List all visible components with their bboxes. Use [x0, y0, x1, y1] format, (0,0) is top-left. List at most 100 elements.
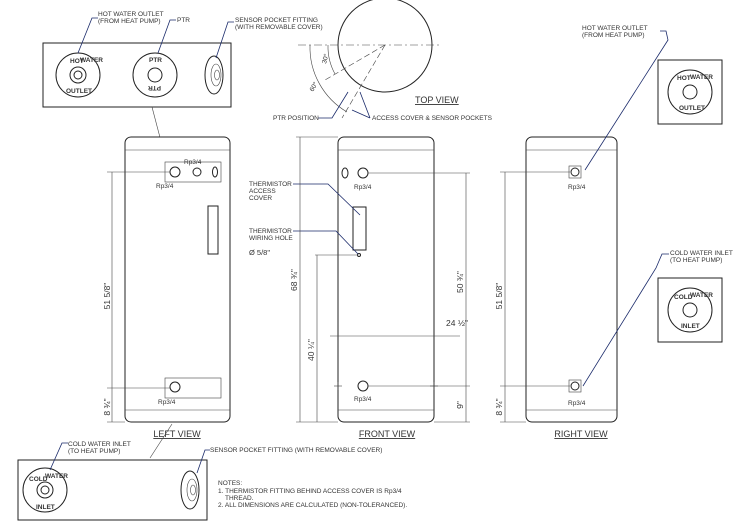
fitting-labels-cold-top-label: COLD — [674, 294, 693, 301]
callouts-thermistor-access-1-label: THERMISTOR — [249, 181, 292, 188]
sensor-pocket-fitting — [204, 55, 224, 95]
hot-water-outlet-fitting: HOT WATER OUTLET — [55, 52, 103, 98]
fitting-labels-hot-bottom-label: OUTLET — [679, 105, 705, 112]
drawing-circle — [36, 481, 54, 499]
right-view: Rp3/4 Rp3/4 51 5/8" 8 ¾" RIGHT VIEW HOT … — [494, 25, 733, 439]
notes: NOTES: 1. THERMISTOR FITTING BEHIND ACCE… — [218, 480, 407, 509]
drawing-circle — [682, 84, 698, 100]
drawing-circle — [570, 167, 580, 177]
drawing-circle — [147, 67, 163, 83]
callouts-sensor-2-label: (WITH REMOVABLE COVER) — [235, 24, 323, 31]
thread-label: Rp3/4 — [354, 396, 372, 403]
dimensions-front-overall-label: 68 ¾" — [289, 269, 299, 291]
drawing-circle — [667, 287, 713, 333]
thread-label: Rp3/4 — [568, 184, 586, 191]
drawing-path — [351, 91, 371, 119]
drawing-ellipse — [180, 470, 200, 510]
fitting-labels-hot-top-label: HOT — [677, 75, 691, 82]
drawing-ellipse — [212, 166, 218, 178]
sensor-pocket-fitting-bottom — [180, 470, 200, 510]
drawing-rect — [124, 136, 231, 423]
dimensions-front-upper-label: 50 ¾" — [455, 271, 465, 293]
thread-label: Rp3/4 — [156, 183, 174, 190]
callouts-hot-outlet-2-label: (FROM HEAT PUMP) — [582, 32, 645, 39]
callouts-cold-inlet-2-label: (TO HEAT PUMP) — [68, 448, 120, 455]
callouts-sensor-single-label: SENSOR POCKET FITTING (WITH REMOVABLE CO… — [210, 447, 382, 454]
drawing-circle — [337, 0, 433, 93]
drawing-rect — [525, 136, 618, 423]
notes-title-label: NOTES: — [218, 480, 242, 487]
notes-line2-label: 2. ALL DIMENSIONS ARE CALCULATED (NON-TO… — [218, 502, 407, 509]
drawing-ellipse — [204, 55, 224, 95]
drawing-ellipse — [186, 478, 198, 502]
fitting-labels-hot-water-label: WATER — [80, 57, 103, 64]
callouts-cold-inlet-1-label: COLD WATER INLET — [670, 250, 733, 257]
top-view-title: TOP VIEW — [415, 95, 459, 105]
callouts-thermistor-access-2-label: ACCESS — [249, 188, 276, 195]
callouts-access-cover-pockets-label: ACCESS COVER & SENSOR POCKETS — [372, 115, 493, 122]
dimensions-right-bottom-label: 8 ¾" — [494, 398, 504, 415]
dimensions-angle-30-label: 30° — [320, 53, 330, 65]
cold-water-inlet-fitting: COLD WATER INLET — [22, 467, 68, 513]
fitting-labels-ptr-top-label: PTR — [149, 57, 162, 64]
drawing-line — [149, 423, 173, 459]
drawing-circle — [667, 69, 713, 115]
drawing-path — [309, 44, 348, 113]
left-view: Rp3/4 Rp3/4 Rp3/4 51 5/8" 8 ¾" LEFT VIEW — [102, 136, 231, 459]
front-view: Rp3/4 Rp3/4 THERMISTOR ACCESS COVER THER… — [249, 136, 470, 439]
notes-line1-label: 1. THERMISTOR FITTING BEHIND ACCESS COVE… — [218, 488, 402, 495]
callouts-cold-inlet-2-label: (TO HEAT PUMP) — [670, 257, 722, 264]
drawing-line — [324, 44, 386, 81]
thread-label: Rp3/4 — [568, 400, 586, 407]
drawing-path — [77, 17, 98, 54]
fitting-labels-cold-top-label: COLD — [29, 476, 48, 483]
drawing-path — [318, 91, 349, 119]
callouts-wiring-hole-dia-label: Ø 5/8" — [249, 248, 270, 257]
drawing-path — [157, 19, 176, 54]
drawing-path — [49, 442, 68, 471]
dimensions-angle-60-label: 60° — [308, 80, 320, 93]
drawing-rect — [337, 136, 435, 423]
drawing-path — [196, 449, 210, 474]
drawing-circle — [169, 381, 181, 393]
callouts-thermistor-wiring-1-label: THERMISTOR — [249, 228, 292, 235]
callouts-cold-inlet-1-label: COLD WATER INLET — [68, 441, 131, 448]
notes-line1b-label: THREAD. — [225, 495, 254, 502]
fitting-labels-hot-bottom-label: OUTLET — [66, 88, 92, 95]
left-view-title: LEFT VIEW — [153, 429, 201, 439]
callouts-hot-outlet-2-label: (FROM HEAT PUMP) — [98, 18, 161, 25]
drawing-ellipse — [341, 167, 349, 179]
callouts-ptr-label: PTR — [177, 17, 190, 24]
callouts-ptr-position-label: PTR POSITION — [273, 115, 319, 122]
drawing-ellipse — [210, 63, 222, 87]
callouts-thermistor-access-3-label: COVER — [249, 195, 272, 202]
drawing-circle — [682, 302, 698, 318]
drawing-path — [215, 21, 234, 59]
drawing-circle — [132, 52, 178, 98]
fitting-labels-cold-water-label: WATER — [45, 473, 68, 480]
fitting-labels-cold-bottom-label: INLET — [36, 504, 55, 511]
drawing-path — [293, 230, 359, 255]
bottom-fittings-inset: COLD WATER INLET COLD WATER INLET (TO HE… — [17, 441, 382, 521]
drawing-circle — [69, 66, 87, 84]
drawing-circle — [570, 381, 580, 391]
dimensions-front-bottom-label: 9" — [455, 401, 465, 409]
callouts-hot-outlet-1-label: HOT WATER OUTLET — [98, 11, 164, 18]
dimensions-left-height-label: 51 5/8" — [102, 283, 112, 310]
ptr-fitting: PTR PTR — [132, 52, 178, 98]
fitting-labels-cold-bottom-label: INLET — [681, 323, 700, 330]
dimensions-front-diameter-label: 24 ½" — [446, 318, 468, 328]
dimensions-left-bottom-label: 8 ¾" — [102, 398, 112, 415]
drawing-path — [582, 253, 669, 387]
fitting-labels-hot-top-label: HOT — [70, 58, 84, 65]
drawing-circle — [40, 485, 50, 495]
drawing-path — [327, 44, 336, 75]
callouts-hot-outlet-1-label: HOT WATER OUTLET — [582, 25, 648, 32]
drawing-path — [584, 30, 669, 171]
thread-label: Rp3/4 — [354, 184, 372, 191]
drawing-rect — [657, 59, 723, 125]
right-view-title: RIGHT VIEW — [554, 429, 608, 439]
drawing-ellipse — [214, 69, 220, 81]
thread-label: Rp3/4 — [158, 399, 176, 406]
